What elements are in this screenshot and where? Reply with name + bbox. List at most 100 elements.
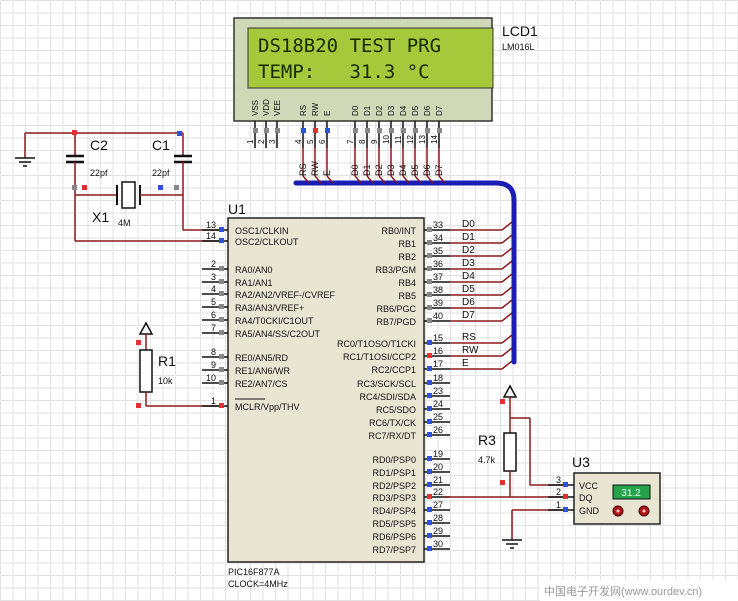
mcu-right-pin-marker [427, 279, 432, 284]
mcu-left-pin-marker [219, 238, 224, 243]
mcu-right-pin-marker [427, 482, 432, 487]
lcd-pin-number: 12 [406, 135, 415, 144]
r1-resistor-section[interactable]: R1 10k [136, 321, 221, 408]
lcd-pin-name: D4 [399, 105, 408, 116]
mcu-right-pin-number: 15 [433, 333, 443, 343]
mcu-right-pin-name: RD6/PSP6 [372, 532, 416, 542]
mcu-right-pin-number: 25 [433, 412, 443, 422]
mcu-left-pin-name: RA4/T0CKI/C1OUT [235, 316, 314, 326]
mcu-right-pin-marker [427, 469, 432, 474]
mcu-right-pin-number: 23 [433, 386, 443, 396]
lcd-bus-entry [354, 175, 362, 184]
mcu-right-pin-marker [427, 318, 432, 323]
mcu-right-pin-marker [427, 494, 432, 499]
mcu-left-pin-number: 1 [211, 396, 216, 406]
mcu-left-pin-number: 13 [206, 220, 216, 230]
lcd-pins: VSS1VDD2VEE3RS4RW5E6D07D18D29D310D411D51… [246, 99, 444, 148]
mcu-clock: CLOCK=4MHz [228, 579, 288, 589]
mcu-right-pin-name: RD1/PSP1 [372, 468, 416, 478]
lcd-pin-number: 8 [358, 139, 367, 144]
oscillator-section: C2 22pf C1 22pf X1 4M [15, 130, 221, 242]
bus-line [293, 180, 517, 365]
u3-pin-name: GND [579, 506, 600, 516]
lcd-bus-label: D0 [350, 164, 360, 176]
lcd-pin-marker [401, 128, 406, 133]
u3-decrement-button[interactable] [612, 505, 624, 517]
lcd-pin-number: 10 [382, 135, 391, 144]
mcu-left-pins: 13OSC1/CLKIN14OSC2/CLKOUT2RA0/AN03RA1/AN… [202, 220, 336, 412]
mcu-right-pin-name: RB7/PGD [376, 317, 416, 327]
r3-ref: R3 [478, 432, 496, 448]
mcu-right-pin-marker [427, 227, 432, 232]
lcd-pin-number: 6 [318, 139, 327, 144]
bus-entry [501, 360, 513, 370]
mcu-left-pin-number: 14 [206, 231, 216, 241]
mcu-right-pin-marker [427, 292, 432, 297]
c1-ref: C1 [152, 137, 170, 153]
mcu-left-pin-number: 7 [211, 323, 216, 333]
mcu-right-pin-marker [427, 366, 432, 371]
mcu-right-pin-number: 20 [433, 462, 443, 472]
lcd-pin-name: VSS [251, 100, 260, 116]
bus-entry [501, 347, 513, 357]
mcu-right-pin-number: 27 [433, 500, 443, 510]
mcu-u1[interactable]: U1 13OSC1/CLKIN14OSC2/CLKOUT2RA0/AN03RA1… [202, 201, 513, 589]
mcu-left-pin-name: RE0/AN5/RD [235, 353, 289, 363]
lcd-bus-entry [402, 175, 410, 184]
mcu-right-pin-name: RC5/SDO [376, 405, 416, 415]
lcd-pin-number: 11 [394, 135, 403, 144]
mcu-right-pin-name: RB5 [398, 291, 416, 301]
mcu-left-pin-name: OSC2/CLKOUT [235, 237, 299, 247]
lcd-line2: TEMP: 31.3 °C [258, 61, 430, 83]
lcd-bus-entry [326, 175, 334, 184]
u3-increment-button[interactable] [638, 505, 650, 517]
lcd-pin-name: D2 [375, 105, 384, 116]
lcd-pin-number: 1 [246, 139, 255, 144]
mcu-left-pin-number: 5 [211, 297, 216, 307]
lcd-bus-label: D1 [362, 164, 372, 176]
net-label: D2 [462, 245, 475, 256]
bus-entry [501, 312, 513, 322]
x1-crystal [121, 181, 136, 209]
mcu-right-pins: 33RB0/INTD034RB1D135RB2D236RB3/PGMD337RB… [337, 219, 513, 555]
mcu-left-pin-marker [219, 317, 224, 322]
bus-entry [501, 221, 513, 231]
mcu-right-pin-number: 26 [433, 425, 443, 435]
mcu-left-pin-marker [219, 354, 224, 359]
mcu-right-pin-number: 24 [433, 399, 443, 409]
r1-power-arrow [138, 321, 154, 335]
lcd-model: LM016L [502, 42, 535, 52]
mcu-right-pin-name: RC3/SCK/SCL [357, 379, 416, 389]
lcd-bus-entry [426, 175, 434, 184]
mcu-right-pin-number: 17 [433, 359, 443, 369]
lcd-bus-label: RW [310, 161, 320, 176]
r1-value: 10k [158, 376, 173, 386]
mcu-left-pin-name: RA2/AN2/VREF-/CVREF [235, 290, 336, 300]
lcd-pin-marker [253, 128, 258, 133]
net-label: D3 [462, 258, 475, 269]
lcd-bus-label: D4 [398, 164, 408, 176]
u3-pin-marker [563, 482, 568, 487]
r3-resistor-section[interactable]: R3 4.7k [478, 384, 566, 497]
lcd-pin-number: 14 [430, 135, 439, 144]
c2-value: 22pf [90, 168, 108, 178]
mcu-left-pin-name: OSC1/CLKIN [235, 226, 289, 236]
lcd-module[interactable]: DS18B20 TEST PRG TEMP: 31.3 °C LCD1 LM01… [233, 17, 538, 148]
mcu-left-pin-name: RA3/AN3/VREF+ [235, 303, 304, 313]
mcu-left-pin-number: 8 [211, 347, 216, 357]
c1-value: 22pf [152, 168, 170, 178]
lcd-pin-name: RS [299, 105, 308, 116]
mcu-left-pin-name: MCLR/Vpp/THV [235, 402, 300, 412]
lcd-pin-marker [425, 128, 430, 133]
bus-entry [501, 234, 513, 244]
lcd-pin-number: 13 [418, 135, 427, 144]
lcd-bus-entry [366, 175, 374, 184]
r3-body [503, 432, 517, 472]
u3-pin-number: 2 [556, 487, 561, 497]
mcu-right-pin-name: RB3/PGM [375, 265, 416, 275]
mcu-right-pin-marker [427, 520, 432, 525]
u3-ref: U3 [572, 454, 590, 470]
